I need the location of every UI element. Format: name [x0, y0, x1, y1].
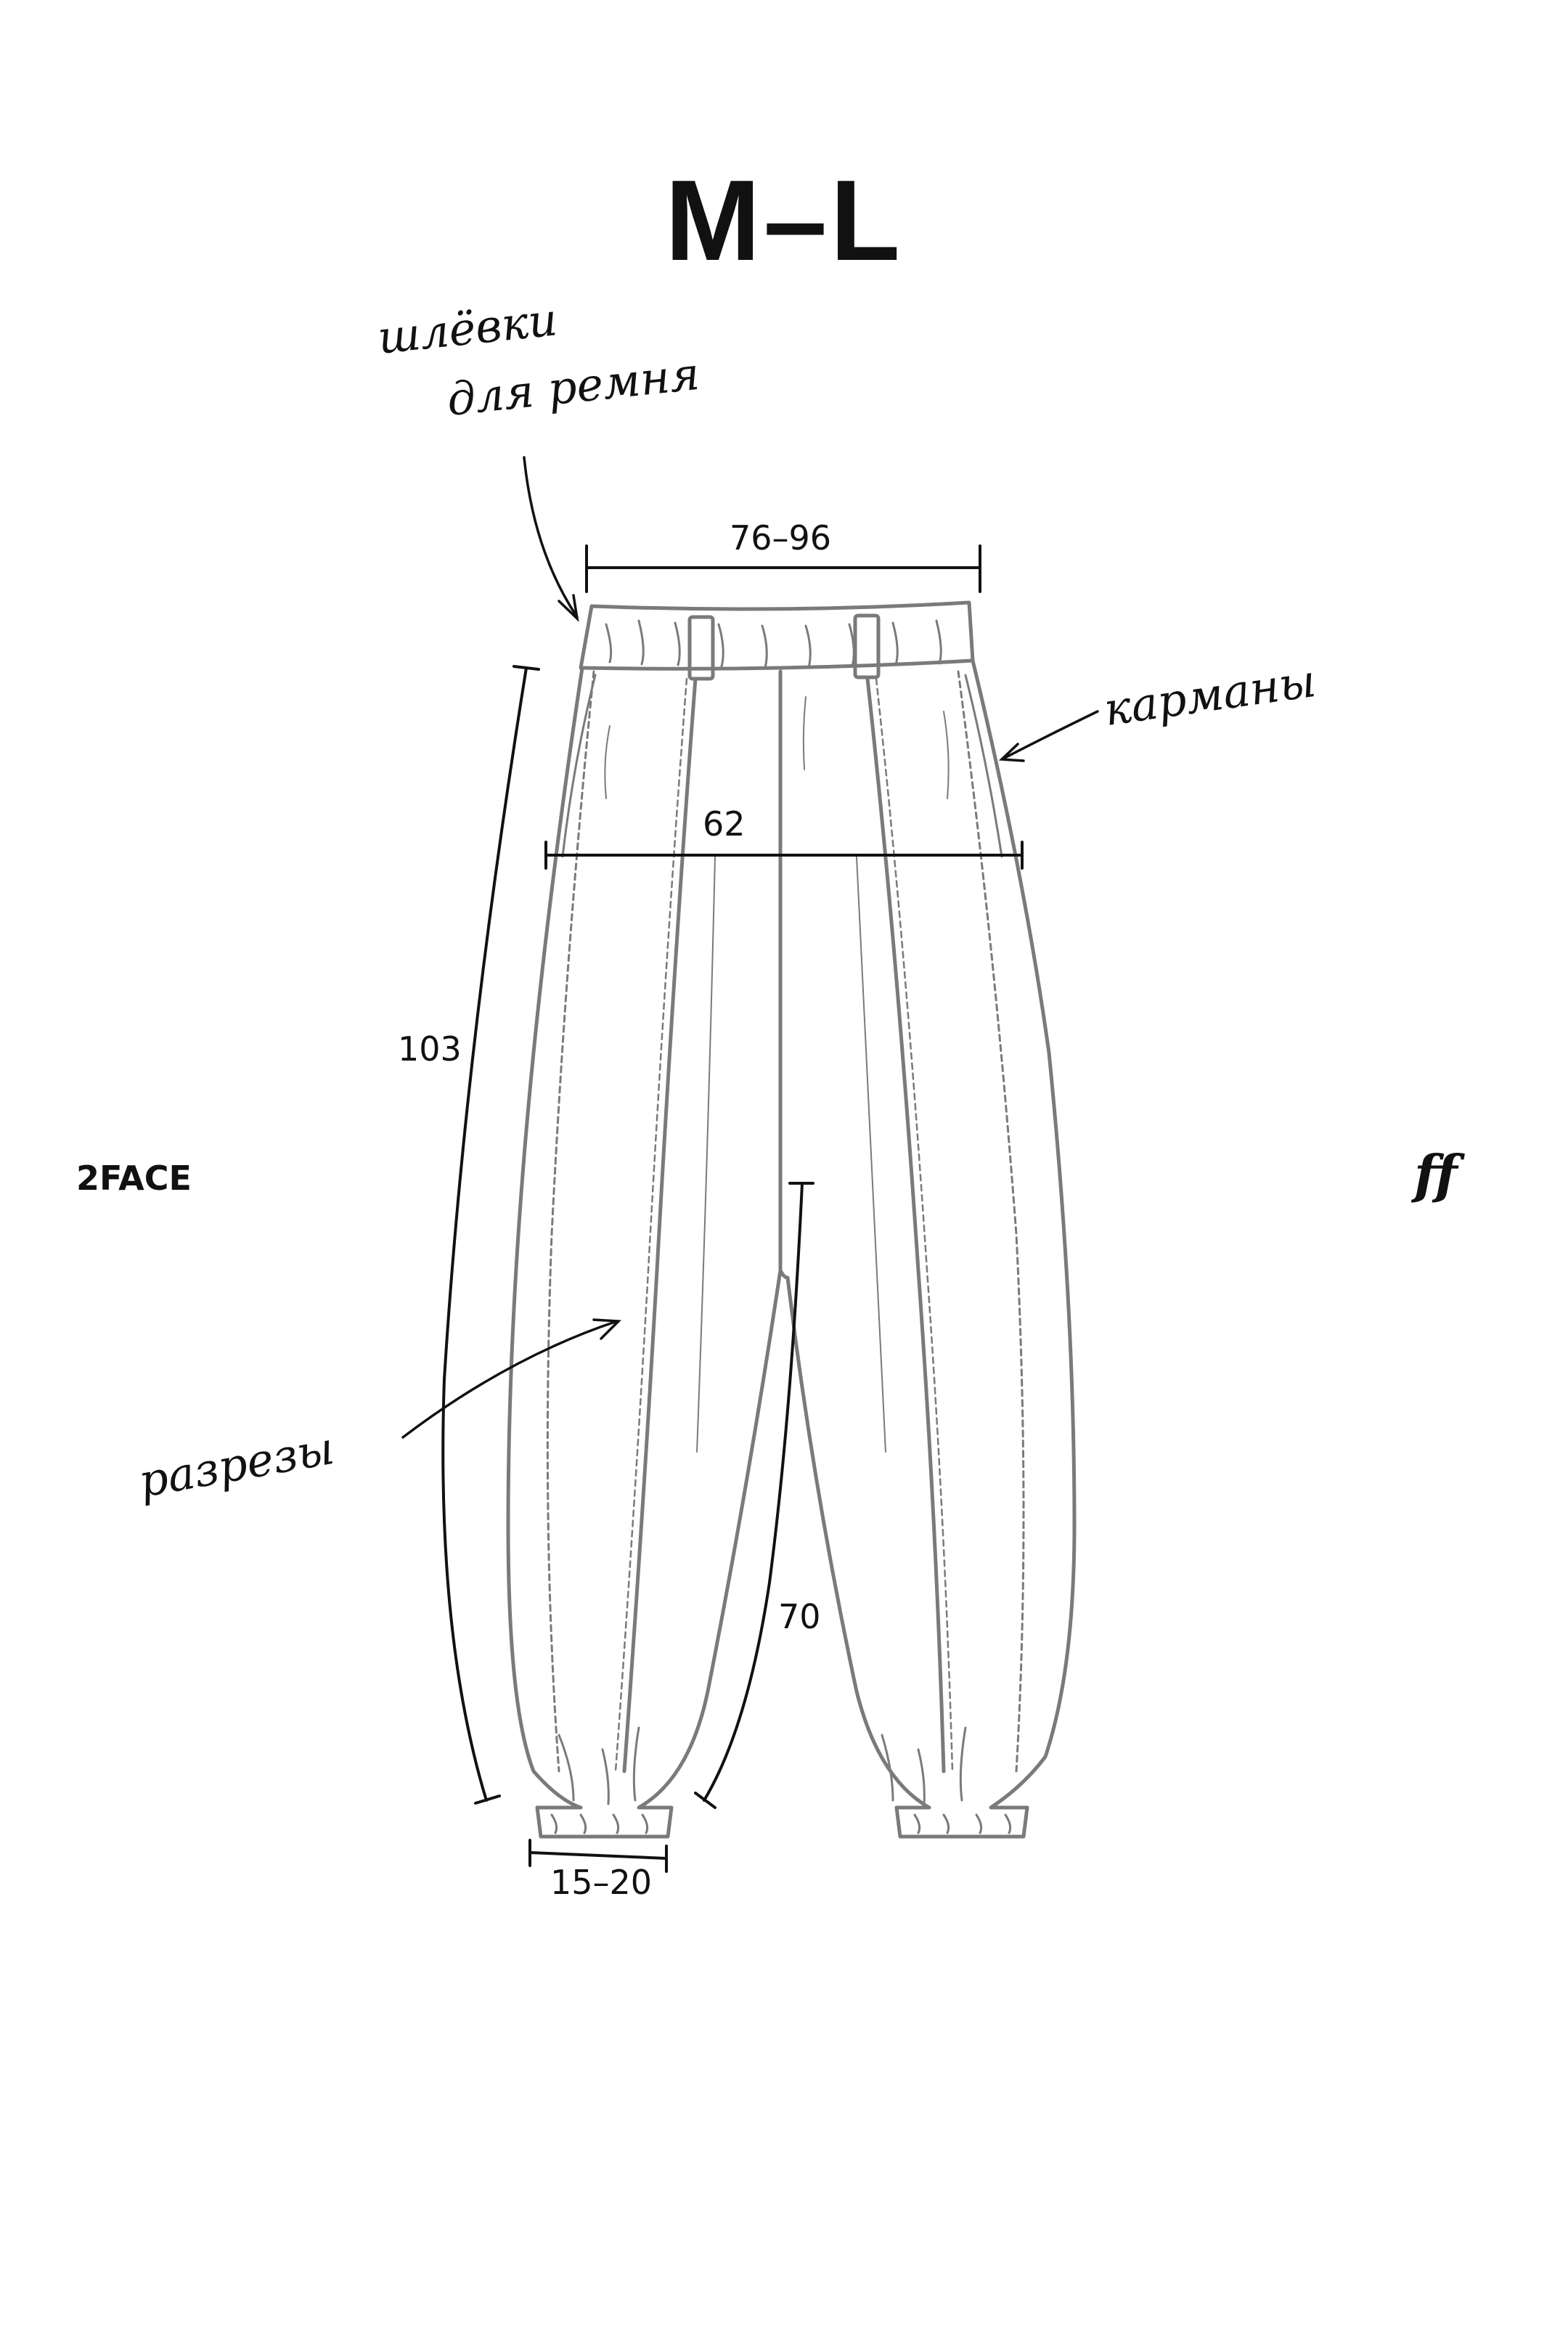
pocket-left [561, 674, 597, 858]
inseam-dim-line [694, 1182, 814, 1809]
cuff-measurement: 15–20 [550, 1863, 653, 1902]
seam-stitch-left [614, 677, 688, 1773]
cuff-gathers [550, 1726, 1012, 1834]
waist-dim-line [585, 544, 981, 593]
pockets-arrow [998, 710, 1099, 762]
belt-loops-arrow [523, 456, 579, 622]
waistband [579, 600, 975, 671]
outseam-measurement: 103 [398, 1029, 462, 1069]
waistband-gathers [605, 619, 942, 669]
seam-stitch-right [875, 677, 954, 1773]
brand-name: 2FACE [76, 1159, 192, 1198]
front-seam-right [865, 677, 946, 1773]
belt-loop-left [687, 615, 715, 681]
side-stitch-left [546, 670, 595, 1773]
slits-arrow [401, 1318, 621, 1439]
side-stitch-right [957, 670, 1025, 1773]
outseam-dim-line [441, 665, 540, 1805]
hip-measurement: 62 [703, 804, 746, 844]
inseam-measurement: 70 [778, 1597, 821, 1636]
pocket-right [964, 674, 1003, 858]
front-seam-left [622, 677, 698, 1773]
waist-measurement: 76–96 [730, 518, 832, 558]
belt-loop-right [853, 613, 881, 679]
drape-lines [604, 696, 950, 1453]
pants-outline [506, 658, 1077, 1839]
brand-logo-icon: ff [1414, 1143, 1458, 1205]
cuff-dim-line [528, 1839, 668, 1873]
size-title: M–L [665, 157, 903, 285]
hip-dim-line [544, 841, 1024, 870]
